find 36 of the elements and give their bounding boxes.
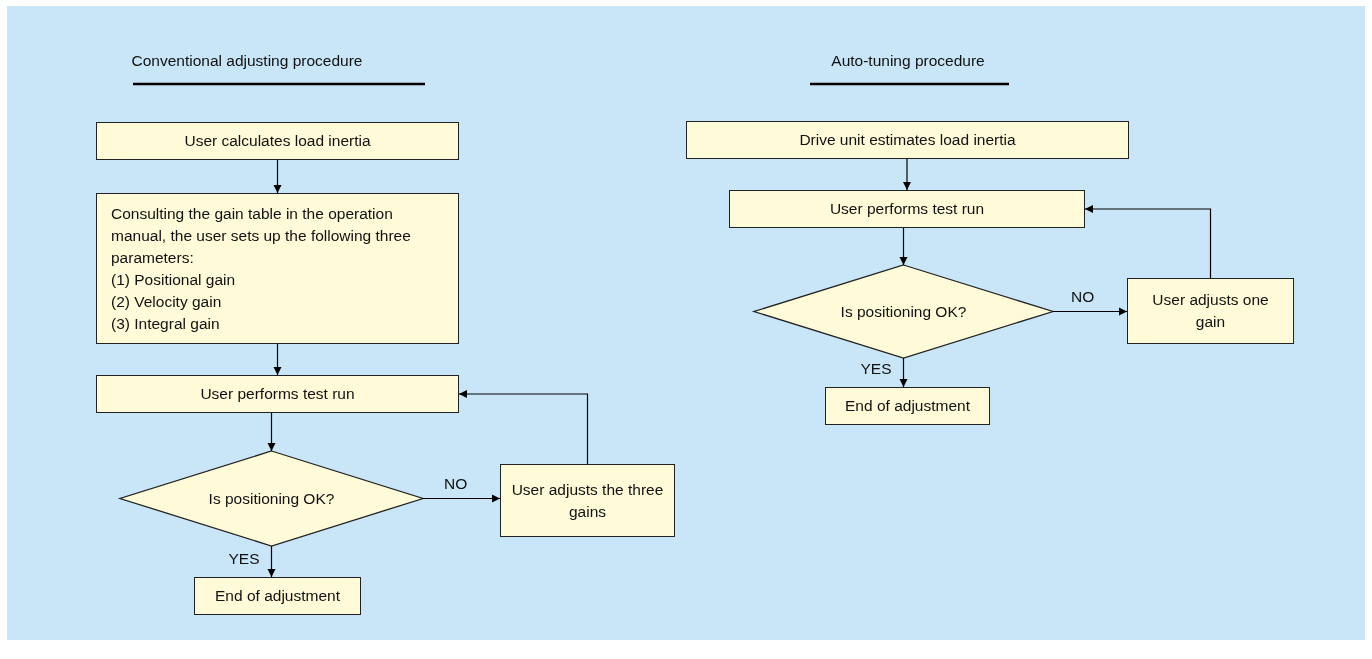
- process-box: [1127, 278, 1294, 344]
- arrow: [273, 159, 282, 194]
- arrow: [903, 158, 911, 191]
- arrow: [422, 494, 501, 503]
- arrow: [458, 390, 589, 465]
- section-heading: Conventional adjusting procedure: [131, 52, 363, 70]
- arrow: [1084, 205, 1212, 279]
- node-text: User performs test run: [200, 384, 355, 404]
- node-text: (2) Velocity gain: [111, 291, 222, 312]
- process-box: [96, 375, 459, 413]
- node-text: Drive unit estimates load inertia: [799, 130, 1016, 150]
- section-heading: Auto-tuning procedure: [831, 52, 985, 70]
- arrow: [273, 343, 282, 376]
- node-text: User performs test run: [829, 199, 985, 219]
- process-box: [729, 190, 1085, 228]
- node-text: (1) Positional gain: [111, 269, 236, 290]
- process-box: [686, 121, 1129, 159]
- node-text: End of adjustment: [215, 586, 340, 606]
- node-text: Consulting the gain table in the operation manual, the user sets up the following three parameters:: [111, 203, 412, 268]
- process-box: [500, 464, 675, 537]
- process-box: [194, 577, 361, 615]
- arrow: [899, 227, 908, 266]
- process-box: [96, 122, 459, 160]
- arrow: [899, 357, 908, 388]
- arrow: [1052, 307, 1128, 316]
- arrow: [267, 545, 276, 578]
- node-text: Is positioning OK?: [208, 488, 335, 509]
- node-text: User calculates load inertia: [184, 131, 371, 151]
- node-text: User adjusts one gain: [1151, 290, 1270, 332]
- node-text: End of adjustment: [845, 396, 970, 416]
- node-text: User adjusts the three gains: [510, 479, 665, 522]
- node-text: (3) Integral gain: [111, 313, 220, 334]
- node-text: Is positioning OK?: [840, 301, 967, 322]
- process-box: [96, 193, 459, 344]
- arrow: [267, 412, 276, 452]
- process-box: [825, 387, 990, 425]
